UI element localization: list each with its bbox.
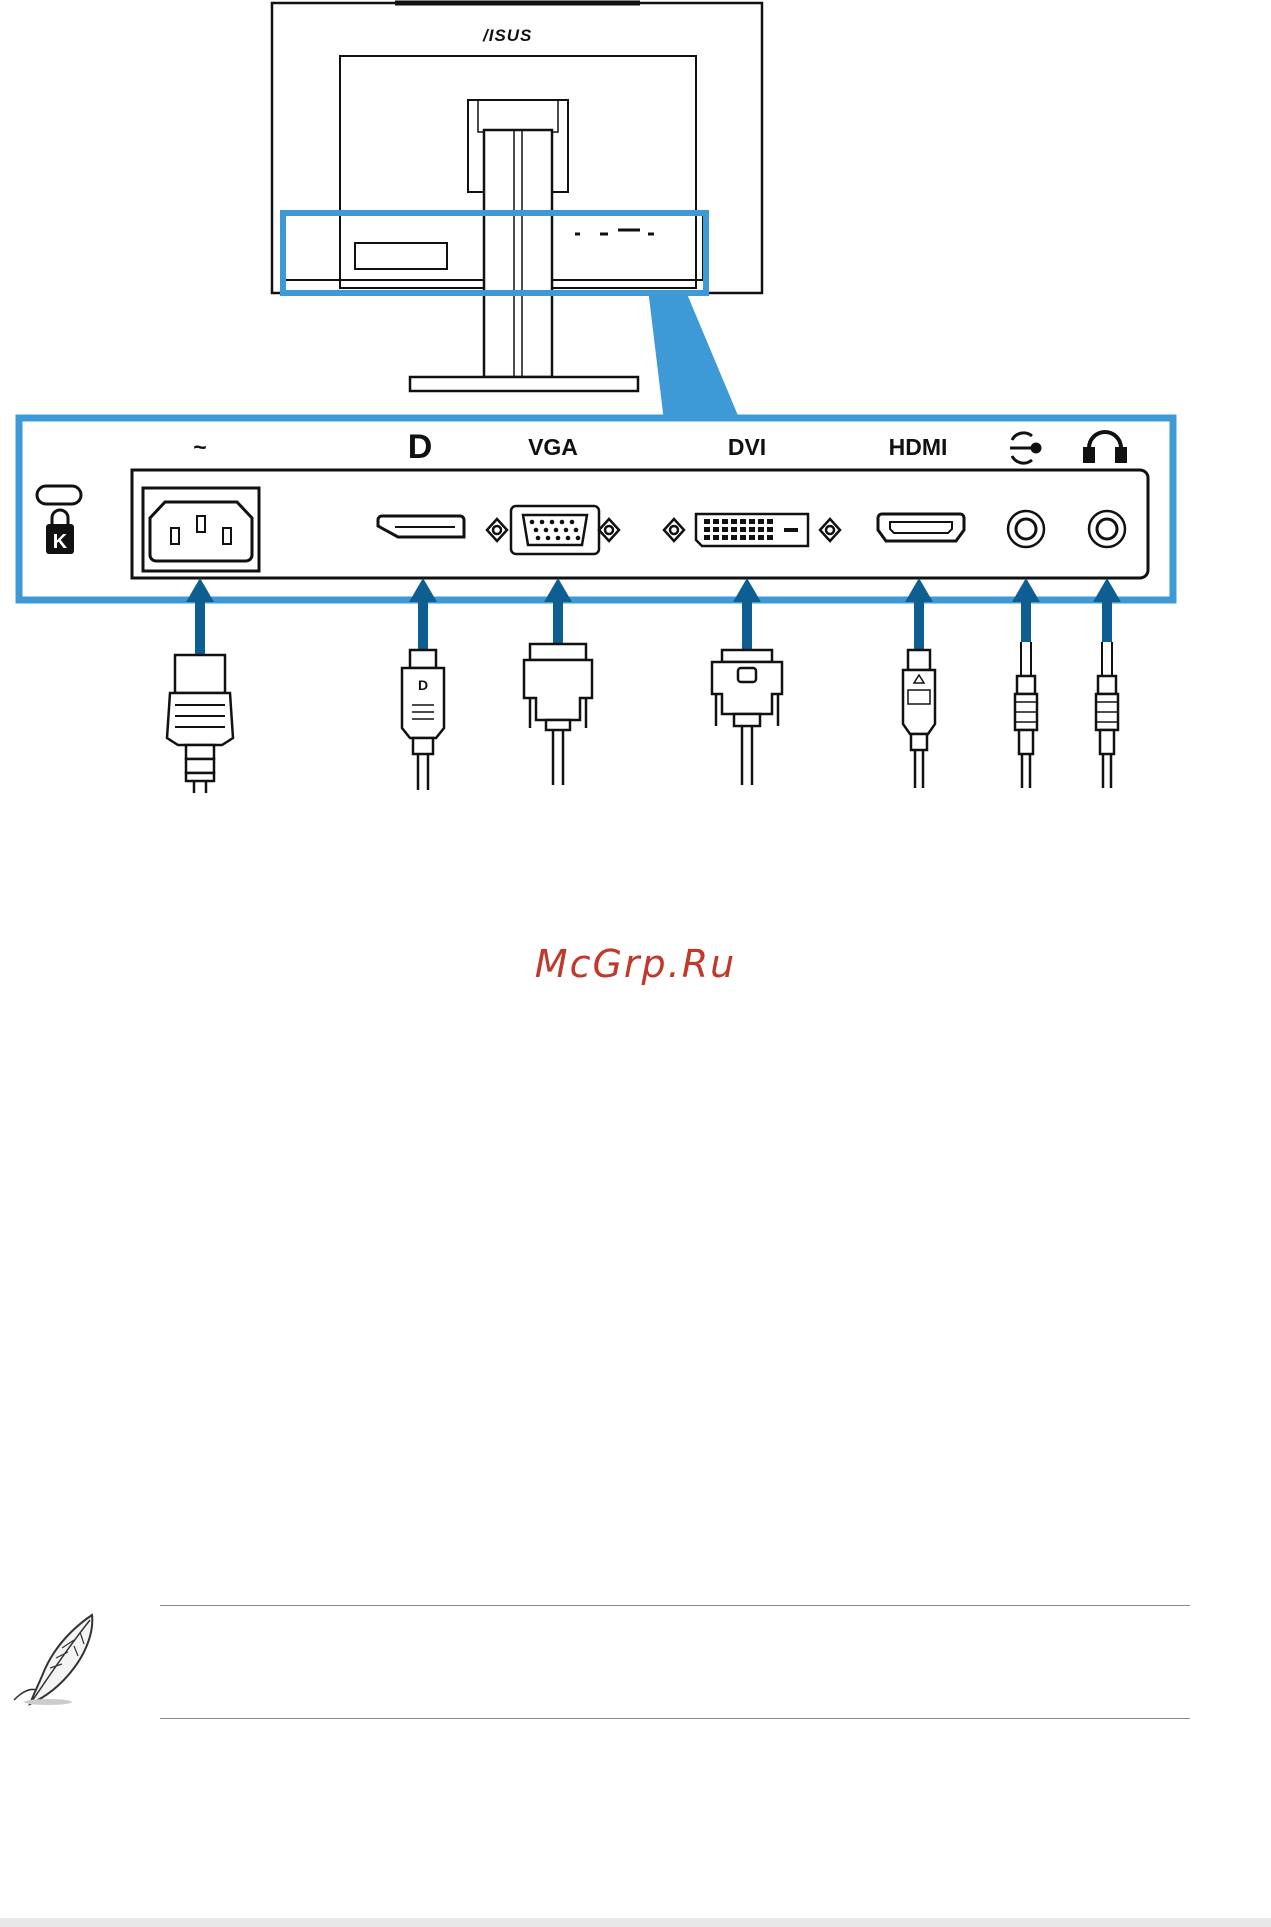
vga-cable	[524, 644, 592, 785]
brand-logo: /ISUS	[482, 26, 532, 45]
port-label-hdmi: HDMI	[889, 434, 948, 460]
earphone-cable	[1096, 642, 1118, 788]
audio-in-cable	[1015, 642, 1037, 788]
port-label-ac-power: ~	[193, 434, 206, 460]
stand-base	[410, 377, 638, 391]
note-box	[160, 1605, 1190, 1719]
port-label-displayport: D	[408, 428, 433, 466]
hdmi-cable	[903, 650, 935, 788]
stand-neck	[484, 130, 552, 377]
port-panel-frame	[19, 418, 1173, 600]
displayport-cable: D	[402, 650, 444, 790]
port-label-dvi: DVI	[728, 434, 766, 460]
dvi-cable	[712, 650, 782, 785]
svg-text:D: D	[418, 677, 428, 693]
watermark: McGrp.Ru	[0, 942, 1271, 986]
ac-power-cable	[167, 655, 233, 793]
lock-label: K	[53, 531, 68, 553]
feather-quill-icon	[14, 1615, 92, 1705]
callout-pointer	[650, 293, 737, 417]
port-label-vga: VGA	[528, 434, 578, 460]
displayport-logo-icon: D	[408, 428, 433, 466]
page-footer-bar	[0, 1918, 1271, 1927]
